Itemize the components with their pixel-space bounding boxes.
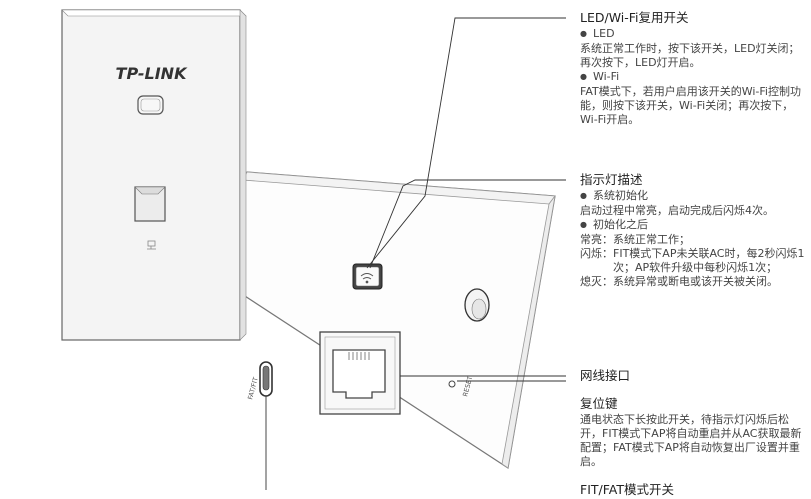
indicator-callout: 指示灯描述 系统初始化 启动过程中常亮，启动完成后闪烁4次。 初始化之后 常亮：… xyxy=(580,172,808,289)
mode-switch-title: FIT/FAT模式开关 xyxy=(580,482,674,497)
indicator-state-value: 系统异常或断电或该开关被关闭。 xyxy=(613,275,778,288)
mode-switch: FAT/FIT xyxy=(246,361,273,401)
indicator-state-blink: 闪烁： FIT模式下AP未关联AC时，每2秒闪烁1次；AP软件升级中每秒闪烁1次… xyxy=(580,247,808,275)
leader-lines xyxy=(265,17,566,490)
reset-button-title: 复位键 xyxy=(580,396,618,411)
front-led-wifi-button xyxy=(137,95,164,115)
indicator-init-description: 启动过程中常亮，启动完成后闪烁4次。 xyxy=(580,204,774,217)
indicator-state-value: 系统正常工作； xyxy=(613,233,690,246)
indicator-state-key: 熄灭： xyxy=(580,275,613,288)
reset-button-description: 通电状态下长按此开关，待指示灯闪烁后松开，FIT模式下AP将自动重启并从AC获取… xyxy=(580,413,802,468)
indicator-state-value: FIT模式下AP未关联AC时，每2秒闪烁1次；AP软件升级中每秒闪烁1次； xyxy=(613,247,805,274)
indicator-init-heading: 系统初始化 xyxy=(580,189,808,204)
led-wifi-switch-title: LED/Wi-Fi复用开关 xyxy=(580,10,689,25)
brand-logo: TP-LINK xyxy=(116,64,189,83)
ethernet-port xyxy=(319,331,401,415)
rear-mount-knob xyxy=(464,288,490,322)
network-port-title: 网线接口 xyxy=(580,368,631,383)
led-heading: LED xyxy=(580,27,806,42)
indicator-state-key: 常亮： xyxy=(580,233,613,246)
indicator-state-off: 熄灭： 系统异常或断电或该开关被关闭。 xyxy=(580,275,808,289)
network-port-callout: 网线接口 xyxy=(580,368,800,385)
network-icon xyxy=(147,240,156,250)
mode-switch-callout: FIT/FAT模式开关 xyxy=(580,482,800,499)
back-panel xyxy=(201,171,556,470)
wifi-heading: Wi-Fi xyxy=(580,70,806,85)
indicator-title: 指示灯描述 xyxy=(580,172,643,187)
wifi-description: FAT模式下，若用户启用该开关的Wi-Fi控制功能，则按下该开关，Wi-Fi关闭… xyxy=(580,85,801,126)
wifi-icon xyxy=(360,273,374,284)
indicator-after-heading: 初始化之后 xyxy=(580,218,808,233)
front-panel: TP-LINK xyxy=(61,9,247,341)
indicator-state-key: 闪烁： xyxy=(580,247,613,260)
mode-switch-label: FAT/FIT xyxy=(246,376,260,400)
reset-button-callout: 复位键 通电状态下长按此开关，待指示灯闪烁后松开，FIT模式下AP将自动重启并从… xyxy=(580,396,806,469)
led-description: 系统正常工作时，按下该开关，LED灯关闭；再次按下，LED灯开启。 xyxy=(580,42,800,69)
led-wifi-switch-callout: LED/Wi-Fi复用开关 LED 系统正常工作时，按下该开关，LED灯关闭；再… xyxy=(580,10,806,127)
indicator-state-on: 常亮： 系统正常工作； xyxy=(580,233,808,247)
